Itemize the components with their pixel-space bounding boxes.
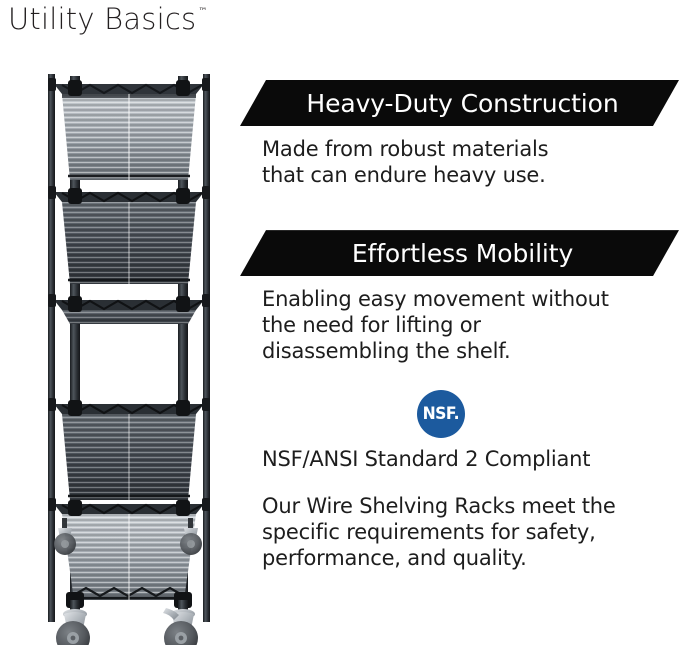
caster-front-right — [163, 600, 198, 645]
feature-banner-effortless-mobility: Effortless Mobility — [240, 230, 679, 277]
wire-shelving-illustration — [48, 74, 210, 645]
trademark-symbol: ™ — [198, 7, 208, 17]
feature-banner-heavy-duty-construction: Heavy-Duty Construction — [240, 80, 679, 126]
brand-logo: Utility Basics ™ — [8, 2, 208, 36]
body-line: specific requirements for safety, — [262, 520, 596, 545]
certification-block: NSF. NSF/ANSI Standard 2 Compliant Our W… — [262, 390, 679, 571]
shelf-3 — [48, 294, 210, 324]
shelf-5 — [48, 498, 210, 608]
shelf-1 — [48, 78, 210, 180]
banner-shape — [240, 230, 679, 277]
caster-front-left — [56, 600, 90, 645]
nsf-standard-label: NSF/ANSI Standard 2 Compliant — [262, 447, 591, 472]
shelf-2 — [48, 186, 210, 284]
body-line: the need for lifting or — [262, 313, 481, 338]
feature-body-effortless-mobility: Enabling easy movement without the need … — [262, 286, 679, 364]
caster-rear-left — [54, 518, 76, 555]
body-line: Made from robust materials — [262, 137, 549, 161]
body-line: Our Wire Shelving Racks meet the — [262, 494, 616, 519]
body-line: performance, and quality. — [262, 546, 527, 571]
feature-block-effortless-mobility: Effortless Mobility Enabling easy moveme… — [240, 230, 679, 364]
caster-rear-right — [180, 518, 202, 555]
nsf-badge-text: NSF. — [422, 403, 460, 424]
feature-block-heavy-duty-construction: Heavy-Duty Construction Made from robust… — [240, 80, 679, 188]
section-spacer — [240, 364, 679, 390]
body-line: disassembling the shelf. — [262, 339, 511, 364]
feature-banner-title: Heavy-Duty Construction — [306, 88, 619, 118]
feature-body-heavy-duty-construction: Made from robust materials that can endu… — [262, 136, 679, 188]
shelf-4 — [48, 398, 210, 500]
feature-content-column: Heavy-Duty Construction Made from robust… — [240, 80, 679, 571]
body-line: that can endure heavy use. — [262, 163, 546, 188]
banner-shape — [240, 80, 679, 126]
brand-name: Utility Basics — [8, 2, 197, 36]
nsf-certification-badge-icon: NSF. — [417, 390, 465, 439]
body-line: Enabling easy movement without — [262, 287, 609, 312]
feature-banner-title: Effortless Mobility — [351, 238, 574, 268]
certification-body: Our Wire Shelving Racks meet the specifi… — [262, 493, 679, 571]
section-spacer — [240, 188, 679, 230]
product-image-wire-shelving-rack — [18, 52, 240, 645]
